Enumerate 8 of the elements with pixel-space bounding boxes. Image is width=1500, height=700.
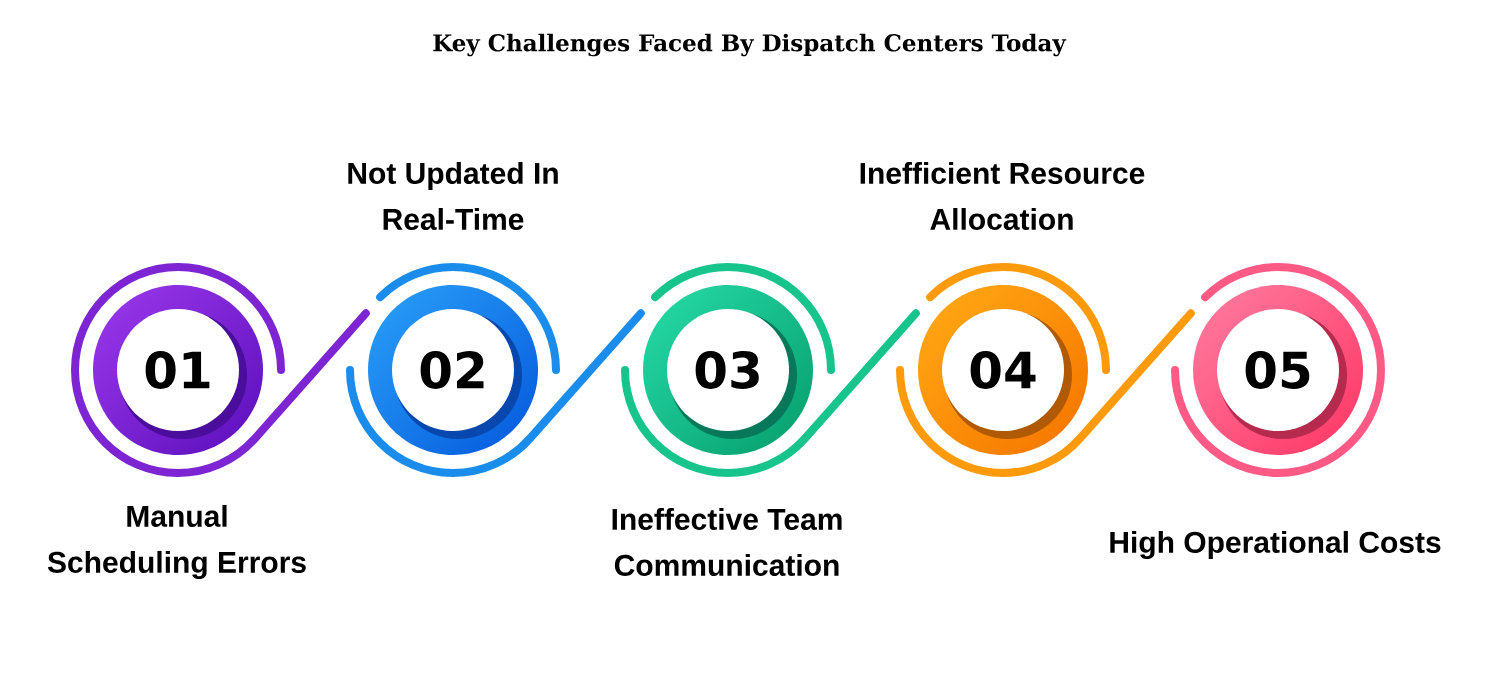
- numbered-ring: 01: [117, 309, 247, 439]
- label-text: Manual Scheduling Errors: [47, 504, 306, 580]
- label-text: Ineffective Team Communication: [612, 507, 842, 576]
- label-text: Inefficient Resource Allocation: [860, 161, 1145, 230]
- numbered-ring: 05: [1171, 263, 1385, 477]
- label-text: High Operational Costs: [1110, 530, 1441, 560]
- title: Key Challenges Faced By Dispatch Centers Today: [433, 33, 1067, 57]
- label-text: Not Updated In Real-Time: [348, 161, 558, 230]
